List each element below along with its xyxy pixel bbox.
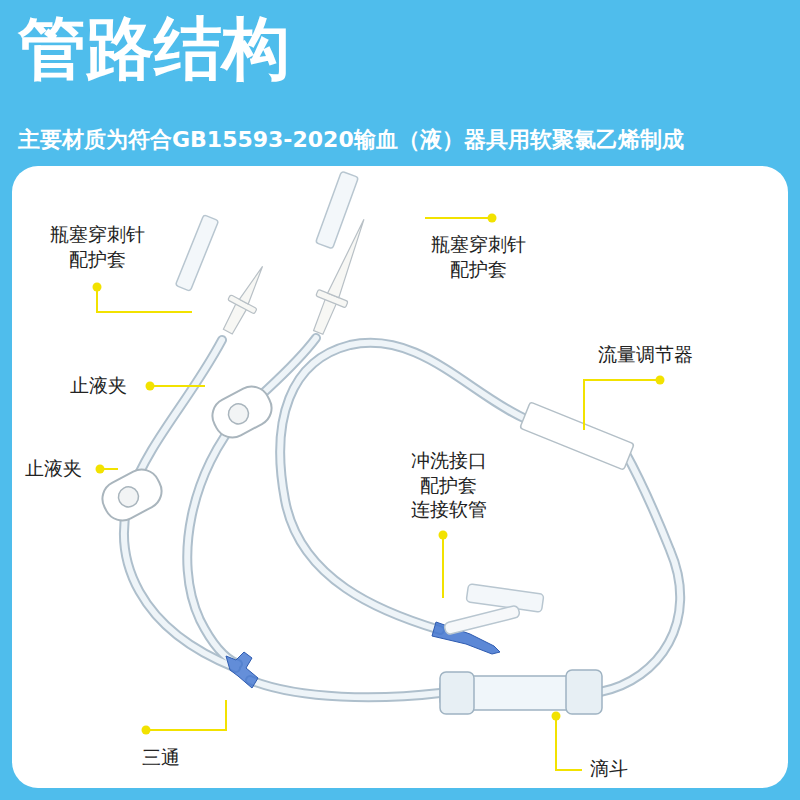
spike-cap (316, 171, 359, 249)
clamp-wheel (225, 400, 252, 427)
y-connector (226, 652, 258, 688)
leader-dot (488, 214, 497, 223)
tube (600, 452, 680, 692)
leader-dot (142, 726, 151, 735)
leader-line (150, 385, 205, 387)
leader-line (146, 700, 226, 730)
leader-dot (93, 283, 102, 292)
spike-tip (239, 264, 267, 304)
leader-dots (93, 214, 665, 735)
clamp-body (96, 463, 168, 526)
leader-line (584, 380, 660, 430)
drip-chamber (440, 670, 602, 714)
tube-outline (124, 338, 680, 697)
part-label: 三通 (142, 745, 180, 770)
part-label: 滴斗 (590, 756, 628, 781)
clamp-body (206, 380, 278, 443)
leader-dot (439, 531, 448, 540)
leader-lines (97, 218, 660, 770)
regulator-body (520, 402, 634, 470)
roller-clamp (206, 380, 278, 443)
spike-tip (328, 217, 370, 298)
cap-body (175, 215, 218, 291)
part-label: 止液夹 (70, 373, 127, 398)
tube-piece (444, 605, 521, 635)
leader-dot (146, 382, 155, 391)
chamber-end (566, 670, 602, 714)
leader-dot (96, 465, 105, 474)
white-panel (12, 166, 788, 788)
page-title: 管路结构 (18, 8, 290, 90)
tube (250, 680, 440, 697)
part-label: 止液夹 (25, 456, 82, 481)
clamp-wheel (115, 483, 142, 510)
spike-body (313, 299, 337, 335)
spike-cap (175, 215, 218, 291)
chamber-end (440, 672, 474, 714)
leader-line (425, 217, 492, 219)
part-label: 流量调节器 (598, 342, 693, 367)
tube (250, 680, 440, 697)
leader-dot (552, 712, 561, 721)
part-label: 瓶塞穿刺针 配护套 (48, 222, 147, 271)
flow-regulator (520, 402, 634, 470)
tube (600, 452, 680, 692)
part-label: 冲洗接口 配护套 连接软管 (408, 448, 490, 522)
subtitle: 主要材质为符合GB15593-2020输血（液）器具用软聚氯乙烯制成 (18, 126, 684, 155)
tube-inner (124, 338, 680, 697)
leader-dot (656, 376, 665, 385)
leader-line (442, 535, 444, 598)
spike-needle (303, 213, 378, 338)
leader-line (556, 716, 582, 770)
soft-tube (444, 605, 521, 635)
cap-body (316, 171, 359, 249)
part-label: 瓶塞穿刺针 配护套 (429, 232, 528, 281)
spike-needle (215, 259, 276, 338)
leader-line (97, 287, 192, 312)
roller-clamp (96, 463, 168, 526)
